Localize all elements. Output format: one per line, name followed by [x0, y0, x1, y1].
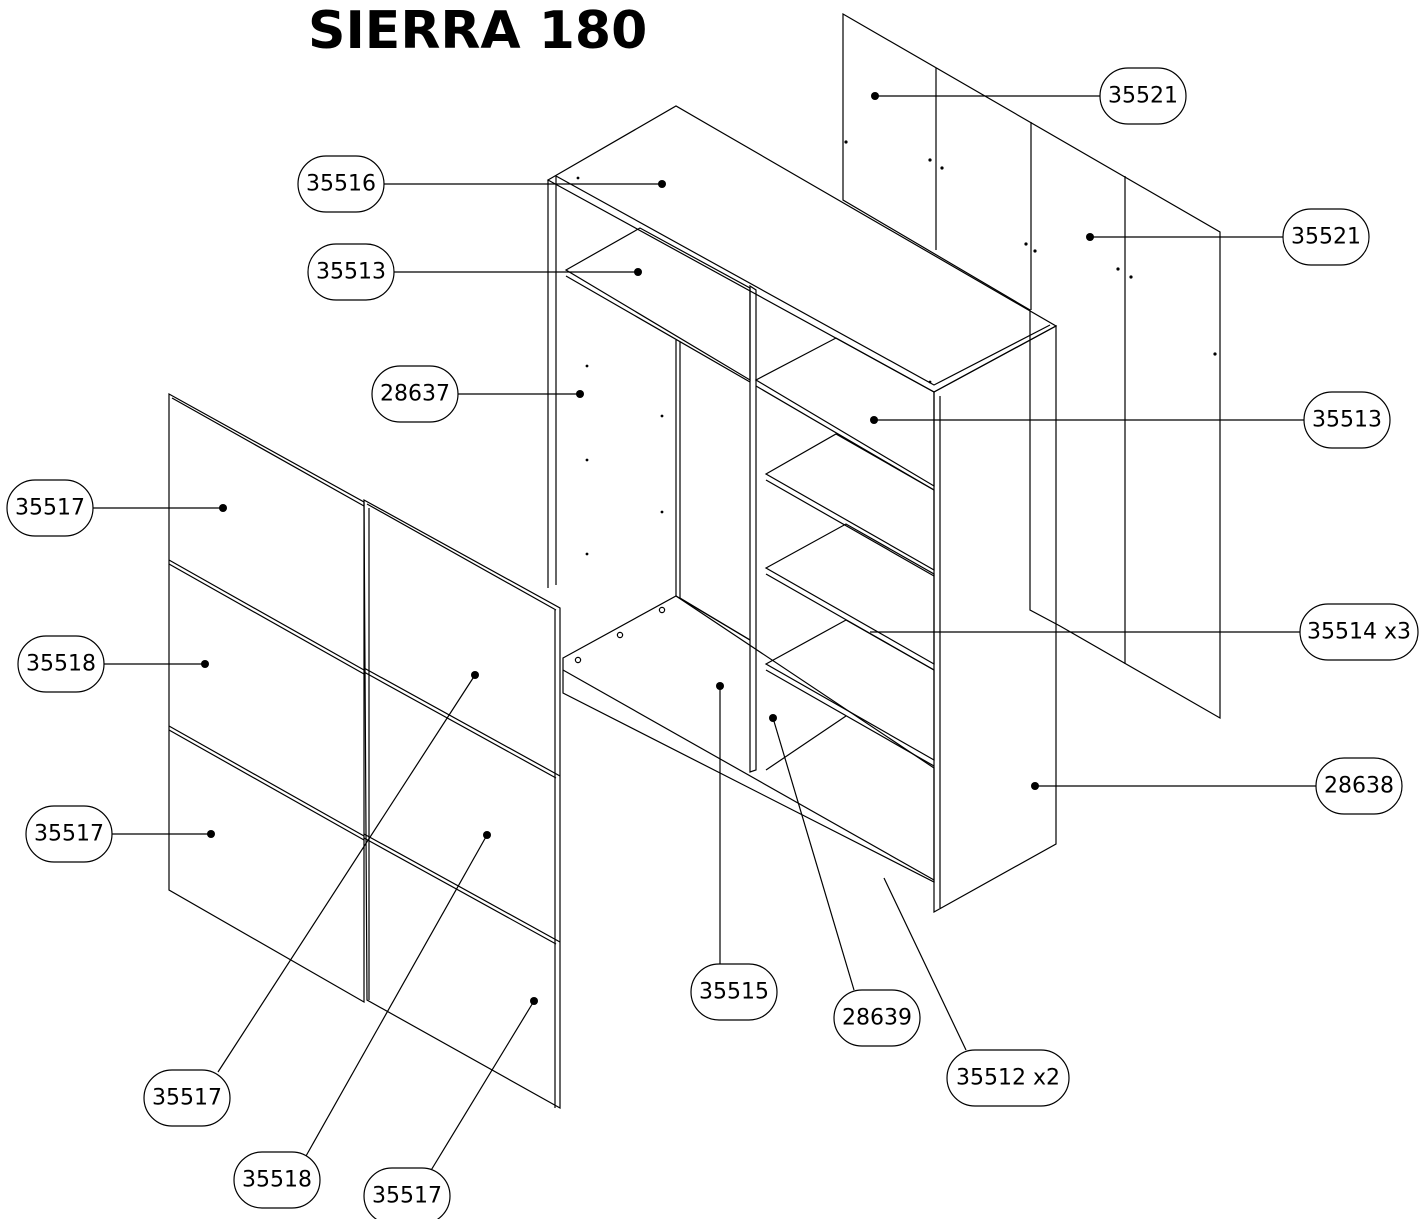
label-35517-a: 35517: [6, 479, 94, 537]
label-35521-top: 35521: [1099, 67, 1187, 125]
carcass: [546, 105, 1058, 914]
label-35517-b: 35517: [25, 805, 113, 863]
svg-text:35518: 35518: [242, 1168, 312, 1193]
label-35512: 35512 x2: [946, 1049, 1070, 1107]
right-sliding-door: [363, 498, 561, 1110]
svg-text:28639: 28639: [842, 1006, 912, 1031]
top-panel-35516: [546, 105, 1058, 393]
shelf-35514-b: [764, 523, 935, 666]
svg-text:35513: 35513: [1312, 408, 1382, 433]
label-35517-d: 35517: [363, 1167, 451, 1219]
diagram-title: SIERRA 180: [308, 1, 648, 61]
leader-lines: [92, 92, 1316, 1173]
svg-text:35517: 35517: [152, 1086, 222, 1111]
svg-text:28638: 28638: [1324, 774, 1394, 799]
right-side-28638: [933, 324, 1057, 914]
shelf-35513-left: [564, 227, 751, 382]
svg-text:28637: 28637: [380, 382, 450, 407]
label-35513-right: 35513: [1303, 391, 1391, 449]
shelf-35514-a: [764, 433, 935, 572]
label-35514: 35514 x3: [1299, 603, 1419, 661]
svg-text:35514 x3: 35514 x3: [1307, 620, 1411, 645]
divider-28639: [749, 284, 757, 773]
label-35516: 35516: [297, 155, 385, 213]
label-35513-left: 35513: [307, 243, 395, 301]
svg-text:35521: 35521: [1291, 225, 1361, 250]
svg-text:35518: 35518: [26, 652, 96, 677]
label-35518-b: 35518: [233, 1151, 321, 1209]
svg-text:35517: 35517: [15, 496, 85, 521]
svg-text:35512 x2: 35512 x2: [956, 1066, 1060, 1091]
svg-text:35516: 35516: [306, 172, 376, 197]
label-28637: 28637: [371, 365, 459, 423]
label-28638: 28638: [1315, 757, 1403, 815]
label-35515: 35515: [690, 963, 778, 1021]
part-labels: 35521 35516 35521 35513 28637 35513 3551…: [6, 67, 1419, 1219]
left-sliding-door: [168, 392, 365, 1004]
shelf-35513-right: [754, 337, 935, 488]
label-35521-right: 35521: [1282, 208, 1370, 266]
label-28639: 28639: [833, 989, 921, 1047]
bottom-panel-35515: [562, 595, 935, 883]
svg-text:35515: 35515: [699, 980, 769, 1005]
label-35518-a: 35518: [17, 635, 105, 693]
svg-text:35517: 35517: [372, 1184, 442, 1209]
shelf-35514-c: [764, 619, 935, 762]
svg-text:35513: 35513: [316, 260, 386, 285]
svg-text:35517: 35517: [34, 822, 104, 847]
svg-text:35521: 35521: [1108, 84, 1178, 109]
label-35517-c: 35517: [143, 1069, 231, 1127]
